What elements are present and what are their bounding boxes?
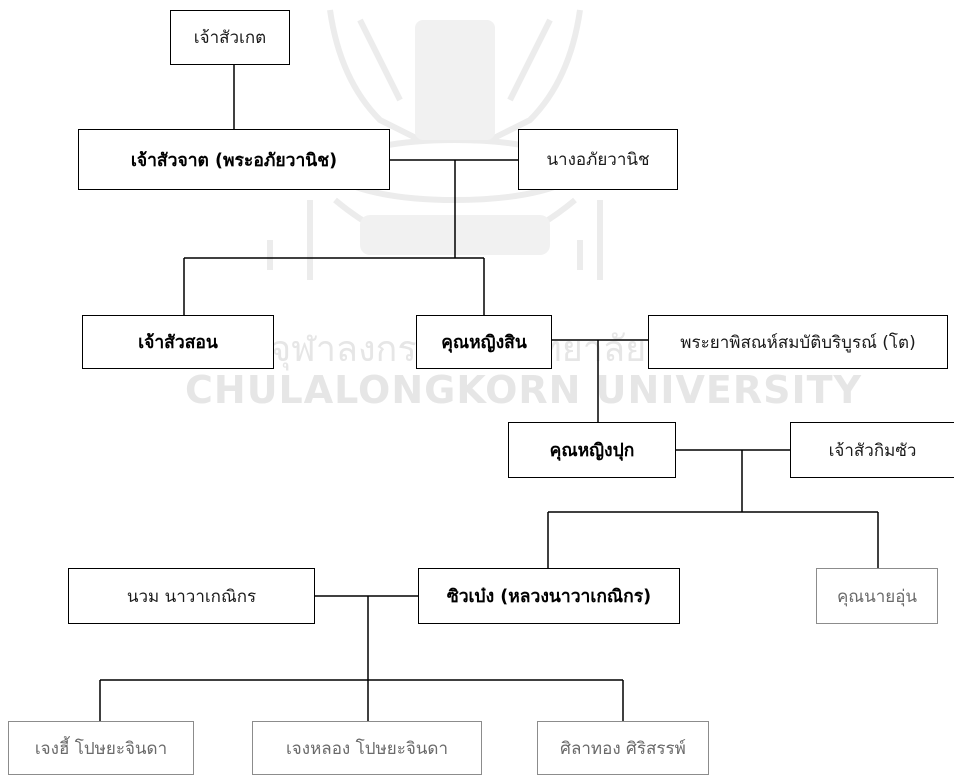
person-box-silathong: ศิลาทอง ศิริสรรพ์ xyxy=(537,721,709,775)
person-box-kimsua: เจ้าสัวกิมซัว xyxy=(790,422,954,478)
person-box-nang-aphai: นางอภัยวานิช xyxy=(518,129,678,190)
person-box-khunnai-un: คุณนายอุ่น xyxy=(816,568,938,624)
person-box-nuam: นวม นาวาเกณิกร xyxy=(68,568,315,624)
person-box-jeng-hi: เจงฮี้ โปษยะจินดา xyxy=(8,721,194,775)
person-box-kate: เจ้าสัวเกต xyxy=(170,10,290,65)
person-box-khunying-puk: คุณหญิงปุก xyxy=(508,422,676,478)
person-box-siw-beng: ซิวเบ๋ง (หลวงนาวาเกณิกร) xyxy=(418,568,680,624)
person-box-khunying-sin: คุณหญิงสิน xyxy=(416,315,552,369)
person-box-jat: เจ้าสัวจาต (พระอภัยวานิช) xyxy=(78,129,390,190)
person-box-sorn: เจ้าสัวสอน xyxy=(82,315,274,369)
person-box-jeng-luang: เจงหลอง โปษยะจินดา xyxy=(252,721,482,775)
person-box-phraya-phisan: พระยาพิสณห์สมบัติบริบูรณ์ (โต) xyxy=(648,315,948,369)
